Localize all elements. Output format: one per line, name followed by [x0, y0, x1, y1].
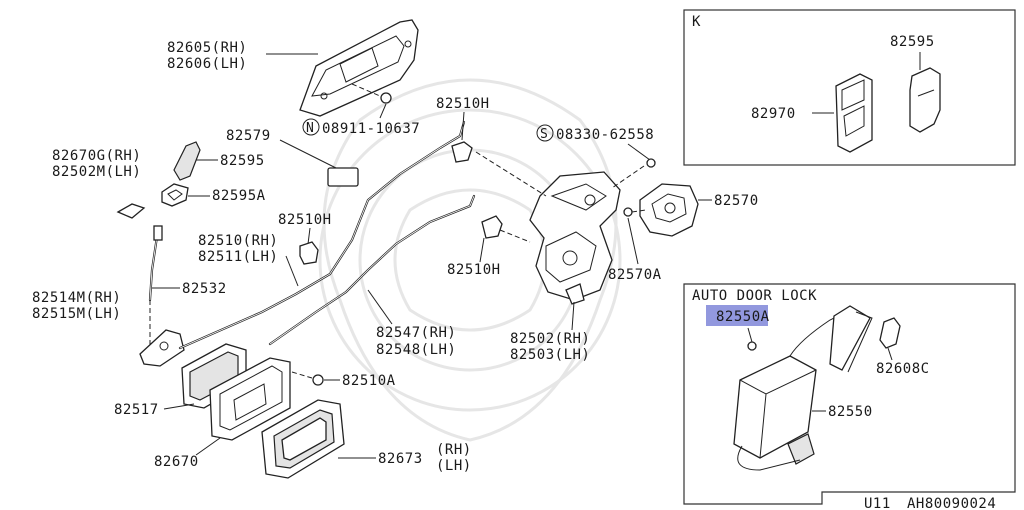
part-82510-rod [178, 120, 466, 350]
label-82595-k: 82595 [890, 34, 935, 50]
part-82570 [639, 183, 699, 237]
label-82595-left: 82595 [220, 153, 265, 169]
label-08330: 08330-62558 [556, 127, 654, 143]
label-82670g: 82670G(RH) [52, 148, 141, 164]
inset-auto-title: AUTO DOOR LOCK [692, 288, 817, 304]
label-82605: 82605(RH) [167, 40, 247, 56]
part-82673 [261, 399, 345, 479]
inset-auto-door-lock: AUTO DOOR LOCK 82550A 82550 82608C [683, 283, 1016, 505]
symbol-s: S [540, 127, 548, 142]
label-08911: 08911-10637 [322, 121, 420, 137]
label-82550a: 82550A [716, 309, 770, 325]
label-82673-rh: (RH) [436, 442, 472, 458]
part-82595-k [909, 67, 941, 133]
label-82550: 82550 [828, 404, 873, 420]
part-82532-rod [148, 225, 163, 302]
label-82595a: 82595A [212, 188, 266, 204]
label-82502rh: 82502(RH) [510, 331, 590, 347]
label-82547: 82547(RH) [376, 325, 456, 341]
label-82502m: 82502M(LH) [52, 164, 141, 180]
label-82515m: 82515M(LH) [32, 306, 121, 322]
part-82595 [173, 141, 201, 181]
part-outer-handle [299, 19, 419, 117]
symbol-n: N [306, 121, 314, 136]
part-lever-82514m [139, 329, 185, 367]
label-82970: 82970 [751, 106, 796, 122]
part-82595a [161, 183, 189, 207]
label-82510h-mid: 82510H [278, 212, 332, 228]
part-82579 [327, 167, 359, 187]
label-82670: 82670 [154, 454, 199, 470]
label-82510h-top: 82510H [436, 96, 490, 112]
highlight-82550a [706, 305, 768, 326]
label-82517: 82517 [114, 402, 159, 418]
part-small-clip [116, 203, 146, 219]
label-82548: 82548(LH) [376, 342, 456, 358]
part-door-lock-assembly [529, 171, 621, 305]
label-82570: 82570 [714, 193, 759, 209]
label-82608c: 82608C [876, 361, 930, 377]
label-82673-lh: (LH) [436, 458, 472, 474]
label-82503lh: 82503(LH) [510, 347, 590, 363]
part-82550 [733, 305, 873, 471]
label-82606: 82606(LH) [167, 56, 247, 72]
label-82579: 82579 [226, 128, 271, 144]
part-clip-82510h-top [451, 141, 473, 163]
part-82547-rod [268, 194, 476, 346]
part-82970 [835, 73, 873, 153]
inset-k: K 82595 82970 [683, 9, 1016, 166]
inset-k-title: K [692, 14, 701, 30]
label-82514m: 82514M(RH) [32, 290, 121, 306]
label-82532: 82532 [182, 281, 227, 297]
label-82510rh: 82510(RH) [198, 233, 278, 249]
label-82510h-right: 82510H [447, 262, 501, 278]
label-82673: 82673 [378, 451, 423, 467]
part-clip-82510h-right [481, 215, 503, 239]
part-82608c [879, 317, 901, 349]
label-82570a: 82570A [608, 267, 662, 283]
part-clip-82510h-mid [299, 241, 319, 265]
footer-code: U11 [864, 496, 891, 510]
part-82670 [209, 357, 291, 441]
label-82510a: 82510A [342, 373, 396, 389]
label-82511lh: 82511(LH) [198, 249, 278, 265]
footer-drawing-id: AH80090024 [907, 496, 996, 510]
